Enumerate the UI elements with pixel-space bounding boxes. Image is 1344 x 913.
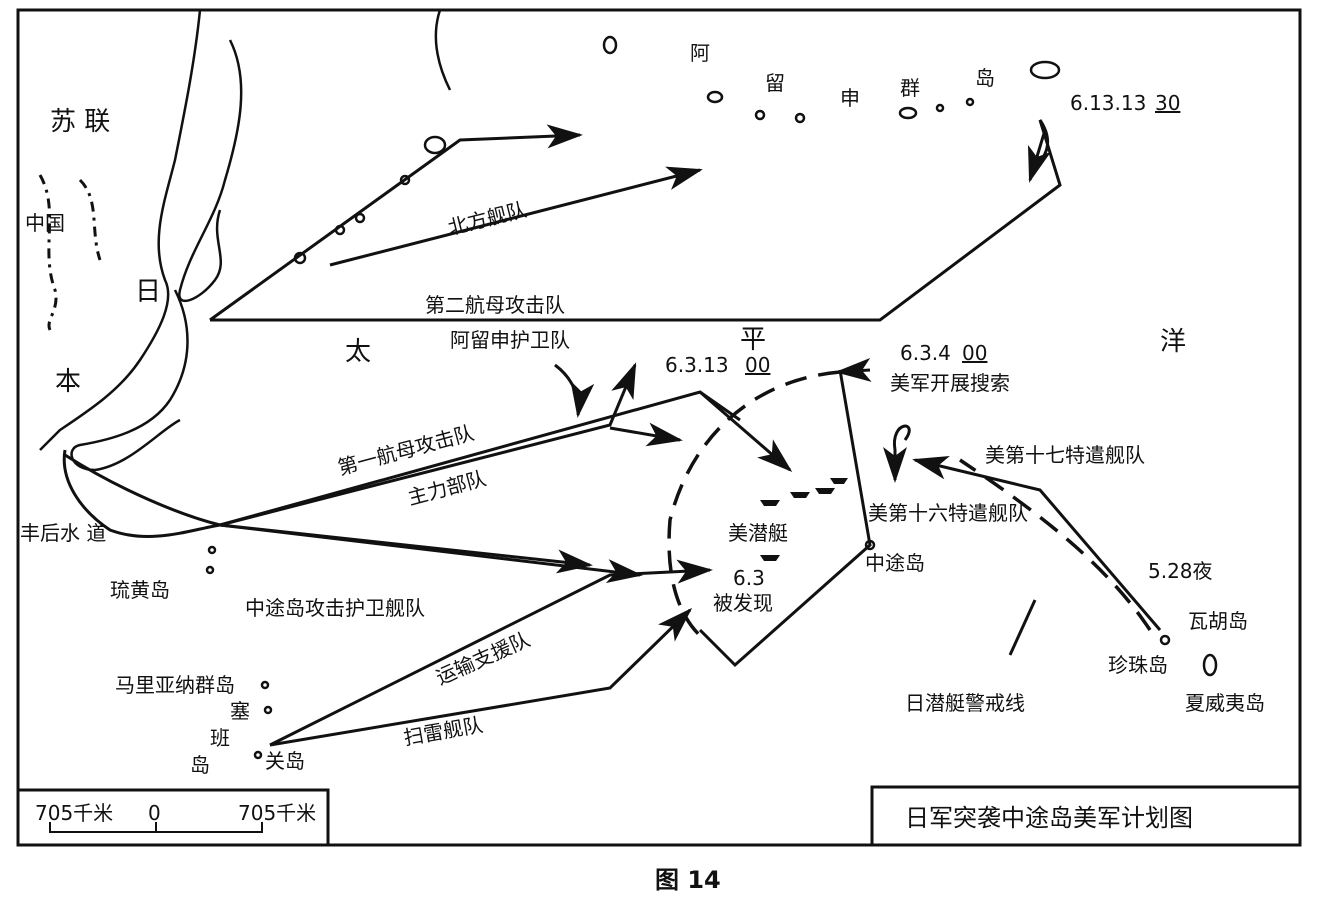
label-china: 中国 <box>25 211 65 235</box>
label-us-search: 美军开展搜索 <box>890 371 1010 395</box>
label-hawaii: 夏威夷岛 <box>1185 691 1265 715</box>
label-aleutian: 群 <box>900 76 920 100</box>
label-tf16: 美第十六特遣舰队 <box>868 501 1028 525</box>
time-label: 00 <box>745 353 770 377</box>
label-japan-ri: 日 <box>135 277 161 307</box>
label-aleutian: 阿 <box>690 41 710 65</box>
label-iwo-jima: 琉黄岛 <box>110 578 170 602</box>
submarine-icons <box>760 478 848 561</box>
label-saipan: 班 <box>210 726 230 750</box>
time-label: 6.13.13 <box>1070 91 1146 115</box>
label-jp-sub-line: 日潜艇警戒线 <box>905 691 1025 715</box>
label-pacific-ping: 平 <box>740 325 766 355</box>
figure-caption: 图 14 <box>655 866 721 894</box>
map-title: 日军突袭中途岛美军计划图 <box>905 804 1193 832</box>
label-aleutian: 岛 <box>975 66 995 90</box>
label-guam: 关岛 <box>265 749 305 773</box>
scale-bar: 705千米 0 705千米 <box>16 788 330 847</box>
label-us-submarine: 美潜艇 <box>728 521 788 545</box>
label-saipan: 塞 <box>230 699 250 723</box>
scale-right: 705千米 <box>238 801 316 825</box>
time-label: 6.3 <box>733 566 765 590</box>
time-label: 30 <box>1155 91 1180 115</box>
label-oahu: 瓦胡岛 <box>1188 609 1248 633</box>
scale-zero: 0 <box>148 801 161 825</box>
fleet-routes <box>62 119 1162 747</box>
map-frame <box>16 8 1302 847</box>
label-discovered: 被发现 <box>713 591 773 615</box>
time-label: 00 <box>962 341 987 365</box>
time-label: 6.3.4 <box>900 341 951 365</box>
label-ussr: 苏 联 <box>50 107 110 137</box>
label-aleutian: 留 <box>765 71 785 95</box>
time-label: 5.28夜 <box>1148 559 1213 583</box>
label-bungo: 丰后水 道 <box>20 521 106 545</box>
label-aleutian-escort: 阿留申护卫队 <box>450 328 570 352</box>
label-second-carrier: 第二航母攻击队 <box>425 293 565 317</box>
label-saipan: 岛 <box>190 753 210 777</box>
map-title-box: 日军突袭中途岛美军计划图 <box>870 785 1302 847</box>
label-marianas: 马里亚纳群岛 <box>115 673 235 697</box>
label-pacific-tai: 太 <box>345 337 371 367</box>
time-label: 6.3.13 <box>665 353 729 377</box>
scale-left: 705千米 <box>35 801 113 825</box>
label-tf17: 美第十七特遣舰队 <box>985 443 1145 467</box>
label-midway-escort: 中途岛攻击护卫舰队 <box>245 596 425 620</box>
label-japan-ben: 本 <box>55 367 81 397</box>
label-aleutian: 申 <box>840 86 860 110</box>
coastlines <box>38 9 1218 760</box>
label-pacific-yang: 洋 <box>1160 327 1186 357</box>
label-midway: 中途岛 <box>865 551 925 575</box>
label-pearl: 珍珠岛 <box>1108 653 1168 677</box>
